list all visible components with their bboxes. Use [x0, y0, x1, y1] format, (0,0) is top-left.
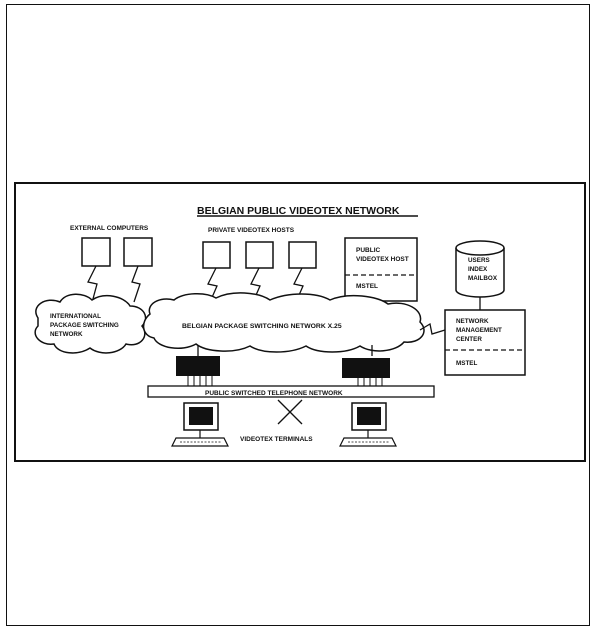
public-host-sub: MSTEL: [356, 283, 378, 290]
nmc-line1: NETWORK: [456, 318, 489, 325]
node2-ports: [357, 378, 383, 386]
node1-ports: [187, 376, 213, 386]
videotex-terminal-2: [339, 402, 397, 447]
intl-network-line1: INTERNATIONAL: [50, 313, 101, 320]
link-ext2: [131, 265, 141, 303]
access-node-2: [342, 358, 390, 378]
public-host-box: [344, 237, 418, 302]
nmc-line2: MANAGEMENT: [456, 327, 502, 334]
external-computer-2: [123, 237, 153, 267]
database-top: [455, 240, 505, 256]
diagram-title: BELGIAN PUBLIC VIDEOTEX NETWORK: [197, 205, 400, 217]
link-ext1: [87, 265, 98, 311]
external-computer-1: [81, 237, 111, 267]
x25-network-label: BELGIAN PACKAGE SWITCHING NETWORK X.25: [182, 323, 342, 330]
pstn-label: PUBLIC SWITCHED TELEPHONE NETWORK: [205, 390, 343, 397]
external-computers-label: EXTERNAL COMPUTERS: [70, 225, 149, 232]
terminals-label: VIDEOTEX TERMINALS: [240, 436, 313, 443]
pstn-cross-b: [277, 399, 303, 425]
private-hosts-label: PRIVATE VIDEOTEX HOSTS: [208, 227, 295, 234]
link-x25-nmc: [419, 322, 446, 335]
videotex-terminal-1: [171, 402, 229, 447]
private-host-1: [202, 241, 231, 269]
public-host-line1: PUBLIC: [356, 247, 381, 254]
private-host-3: [288, 241, 317, 269]
nmc-line3: CENTER: [456, 336, 482, 343]
nmc-box: [444, 309, 526, 376]
database-line1: USERS: [468, 257, 490, 264]
access-node-1: [176, 356, 220, 376]
pstn-bar: [147, 385, 435, 398]
intl-network-cloud: [34, 293, 147, 354]
nmc-sub: MSTEL: [456, 360, 477, 367]
intl-network-line3: NETWORK: [50, 331, 83, 338]
intl-network-line2: PACKAGE SWITCHING: [50, 322, 119, 329]
database-line3: MAILBOX: [468, 275, 498, 282]
database-line2: INDEX: [468, 266, 488, 273]
page-frame: [6, 4, 590, 626]
link-ph1: [207, 267, 218, 303]
private-host-2: [245, 241, 274, 269]
database-cylinder: [455, 248, 505, 298]
x25-network-cloud: [142, 292, 425, 353]
public-host-line2: VIDEOTEX HOST: [356, 256, 409, 263]
